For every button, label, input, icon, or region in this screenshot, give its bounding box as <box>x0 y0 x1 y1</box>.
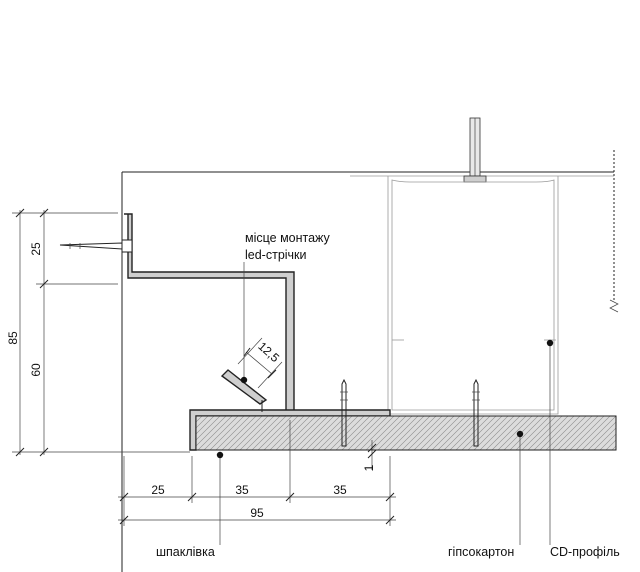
horizontal-dimensions <box>118 420 396 526</box>
label-putty: шпаклівка <box>156 545 215 559</box>
label-cd-profile: CD-профіль <box>550 545 620 559</box>
dim-35-second: 35 <box>333 483 347 497</box>
screw-icons <box>59 239 480 447</box>
dim-95: 95 <box>250 506 264 520</box>
dim-1: 1 <box>362 464 376 471</box>
dim-85: 85 <box>6 331 20 345</box>
board-thickness-dimension <box>367 440 377 470</box>
channel-width-dimension <box>237 337 283 389</box>
suspension-hanger <box>463 117 487 183</box>
dim-35-first: 35 <box>235 483 249 497</box>
ceiling-slab <box>121 150 619 572</box>
label-drywall: гіпсокартон <box>448 545 514 559</box>
vertical-dimensions <box>12 208 190 457</box>
leader-lines <box>216 262 554 545</box>
dim-12-5: 12,5 <box>255 339 282 365</box>
cd-profile <box>387 176 559 415</box>
label-mounting-place: місце монтажу <box>245 231 331 245</box>
gypsum-board <box>195 415 617 451</box>
dim-25-vertical: 25 <box>29 242 43 256</box>
dim-25-horizontal: 25 <box>151 483 165 497</box>
label-led-strip: led-стрічки <box>245 248 307 262</box>
dim-60-vertical: 60 <box>29 363 43 377</box>
